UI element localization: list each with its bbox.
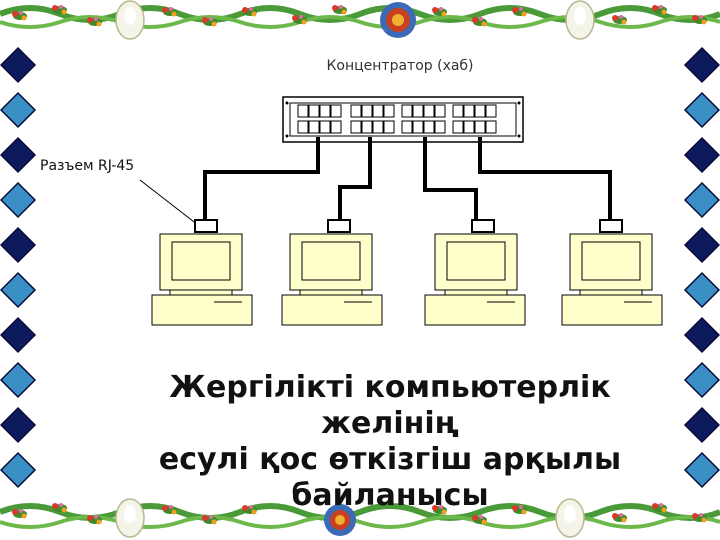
- title-line-4: байланысы: [291, 478, 489, 513]
- hub-port: [330, 104, 342, 118]
- monitor-stand: [169, 289, 233, 296]
- hub-port: [474, 104, 486, 118]
- monitor-screen: [171, 241, 231, 281]
- hub-port: [372, 120, 384, 134]
- hub-port: [383, 120, 395, 134]
- hub-port: [423, 120, 435, 134]
- hub-port: [361, 120, 373, 134]
- hub-port: [401, 120, 413, 134]
- hub-port: [463, 104, 475, 118]
- hub-port: [434, 120, 446, 134]
- title-line-3: есулі қос өткізгіш арқылы: [158, 442, 622, 477]
- cable-3: [423, 137, 478, 220]
- hub-port: [474, 120, 486, 134]
- center-ornament-icon: [380, 2, 416, 38]
- hub-port: [463, 120, 475, 134]
- slide-title: Жергілікті компьютерлік желінің есулі қо…: [130, 370, 650, 514]
- hub-port: [319, 104, 331, 118]
- hub-port: [485, 120, 497, 134]
- rj45-plug: [599, 219, 623, 233]
- hub-port: [412, 120, 424, 134]
- right-diamond-border: [684, 47, 720, 488]
- connector-label: Разъем RJ-45: [40, 158, 135, 174]
- title-line-1: Жергілікті компьютерлік: [169, 370, 611, 405]
- lightbulb-icon: [115, 0, 145, 40]
- hub-port: [452, 104, 464, 118]
- system-unit: [561, 294, 663, 326]
- top-garland: [0, 0, 720, 36]
- rj45-plug: [194, 219, 218, 233]
- system-unit: [281, 294, 383, 326]
- hub-ports: [297, 104, 497, 134]
- hub-port: [319, 120, 331, 134]
- hub-port: [297, 120, 309, 134]
- cable-4: [478, 137, 612, 220]
- monitor-screen: [301, 241, 361, 281]
- hub-port: [308, 120, 320, 134]
- hub-port: [412, 104, 424, 118]
- lightbulb-icon: [555, 498, 585, 538]
- hub-port: [452, 120, 464, 134]
- hub-port: [383, 104, 395, 118]
- cable-2: [338, 137, 372, 220]
- monitor-screen: [581, 241, 641, 281]
- rj45-pointer-line: [139, 179, 199, 226]
- hub-port: [401, 104, 413, 118]
- hub-port: [330, 120, 342, 134]
- network-cables: [203, 137, 612, 220]
- system-unit: [151, 294, 253, 326]
- hub-port: [361, 104, 373, 118]
- hub-label: Концентратор (хаб): [326, 58, 474, 74]
- hub-port: [423, 104, 435, 118]
- center-ornament-icon: [324, 504, 356, 536]
- monitor-stand: [579, 289, 643, 296]
- computer-icon: [281, 219, 383, 326]
- lightbulb-icon: [565, 0, 595, 40]
- lightbulb-icon: [115, 498, 145, 538]
- monitor-stand: [444, 289, 508, 296]
- computer-icon: [561, 219, 663, 326]
- hub-port: [350, 104, 362, 118]
- rj45-plug: [471, 219, 495, 233]
- system-unit: [424, 294, 526, 326]
- monitor-stand: [299, 289, 363, 296]
- title-line-2: желінің: [321, 406, 459, 441]
- hub-port: [485, 104, 497, 118]
- rj45-plug: [327, 219, 351, 233]
- left-diamond-border: [0, 47, 36, 488]
- hub-port: [297, 104, 309, 118]
- hub-port: [308, 104, 320, 118]
- computer-icon: [424, 219, 526, 326]
- computer-icon: [151, 219, 253, 326]
- hub-port: [434, 104, 446, 118]
- cable-1: [203, 137, 320, 220]
- hub-port: [350, 120, 362, 134]
- hub-port: [372, 104, 384, 118]
- monitor-screen: [446, 241, 506, 281]
- hub-icon: [282, 96, 524, 143]
